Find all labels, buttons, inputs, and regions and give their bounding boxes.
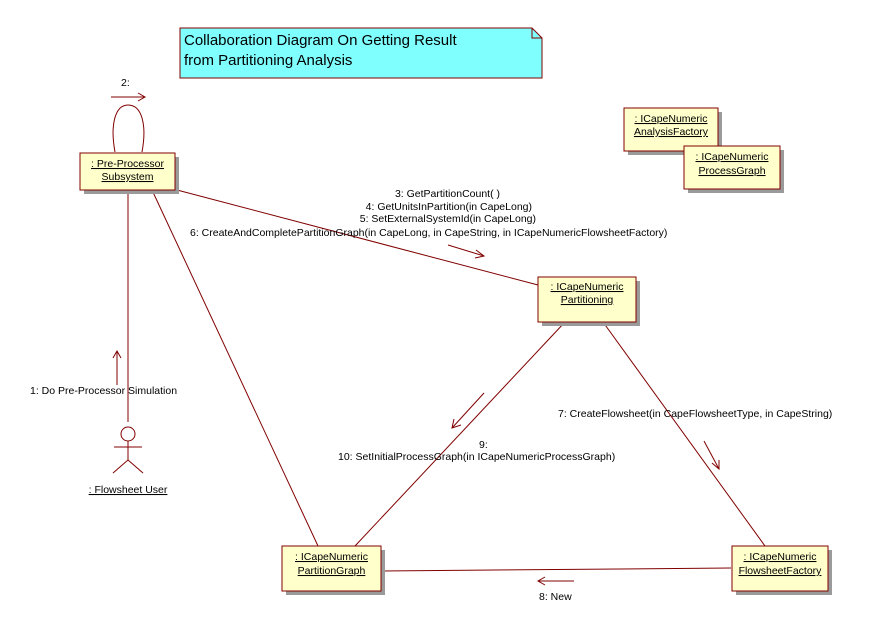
message-labels: 2: 3: GetPartitionCount( ) 4: GetUnitsIn… — [30, 77, 832, 603]
msg-7-label: 7: CreateFlowsheet(in CapeFlowsheetType,… — [558, 408, 832, 420]
svg-text:FlowsheetFactory: FlowsheetFactory — [739, 565, 823, 577]
actor-label: : Flowsheet User — [89, 484, 168, 496]
msg-8-label: 8: New — [539, 591, 572, 603]
link-partitioning-partitiongraph — [354, 321, 566, 547]
msg-9-label: 9: — [479, 439, 488, 451]
actor-flowsheet-user[interactable]: : Flowsheet User — [89, 426, 168, 496]
diagram-title-line2: from Partitioning Analysis — [184, 52, 352, 69]
svg-text:: Pre-Processor: : Pre-Processor — [91, 158, 164, 170]
object-process-graph[interactable]: : ICapeNumeric ProcessGraph — [683, 145, 784, 193]
svg-text:: ICapeNumeric: : ICapeNumeric — [551, 281, 624, 293]
svg-text:Subsystem: Subsystem — [102, 171, 154, 183]
msg-10-label: 10: SetInitialProcessGraph(in ICapeNumer… — [338, 451, 615, 463]
self-loop-link — [112, 104, 145, 153]
svg-text:: ICapeNumeric: : ICapeNumeric — [635, 113, 708, 125]
msg-5-label: 5: SetExternalSystemId(in CapeLong) — [360, 213, 536, 225]
diagram-title-line1: Collaboration Diagram On Getting Result — [184, 32, 457, 49]
arrow-msg-1 — [112, 349, 122, 385]
title-note: Collaboration Diagram On Getting Result … — [179, 27, 543, 79]
svg-text:: ICapeNumeric: : ICapeNumeric — [295, 551, 368, 563]
arrow-msg-3-6 — [447, 244, 486, 259]
arrow-msg-7 — [703, 440, 720, 471]
object-analysis-factory[interactable]: : ICapeNumeric AnalysisFactory — [623, 107, 722, 155]
object-flowsheet-factory[interactable]: : ICapeNumeric FlowsheetFactory — [731, 545, 832, 595]
object-partition-graph[interactable]: : ICapeNumeric PartitionGraph — [281, 545, 385, 595]
arrow-msg-2 — [111, 92, 147, 102]
link-preprocessor-partitioning — [176, 189, 539, 286]
msg-1-label: 1: Do Pre-Processor Simulation — [30, 385, 177, 397]
link-partitiongraph-flowsheetfactory — [381, 567, 732, 572]
svg-text:: ICapeNumeric: : ICapeNumeric — [696, 151, 769, 163]
svg-text:: ICapeNumeric: : ICapeNumeric — [744, 551, 817, 563]
svg-text:AnalysisFactory: AnalysisFactory — [634, 126, 709, 138]
link-preprocessor-partitiongraph — [151, 189, 319, 547]
message-arrows — [111, 92, 720, 586]
links — [112, 104, 766, 572]
object-preprocessor-subsystem[interactable]: : Pre-Processor Subsystem — [79, 152, 179, 194]
arrow-msg-8 — [536, 576, 574, 586]
object-numeric-partitioning[interactable]: : ICapeNumeric Partitioning — [537, 276, 640, 326]
msg-6-label: 6: CreateAndCompletePartitionGraph(in Ca… — [190, 227, 667, 239]
svg-text:ProcessGraph: ProcessGraph — [698, 165, 765, 177]
msg-4-label: 4: GetUnitsInPartition(in CapeLong) — [366, 201, 532, 213]
link-partitioning-flowsheetfactory — [602, 321, 766, 547]
svg-text:PartitionGraph: PartitionGraph — [298, 565, 366, 577]
arrow-msg-9-10 — [451, 392, 485, 429]
msg-2-label: 2: — [121, 77, 130, 89]
msg-3-label: 3: GetPartitionCount( ) — [395, 188, 500, 200]
svg-text:Partitioning: Partitioning — [561, 294, 614, 306]
stick-figure-icon — [112, 426, 144, 474]
